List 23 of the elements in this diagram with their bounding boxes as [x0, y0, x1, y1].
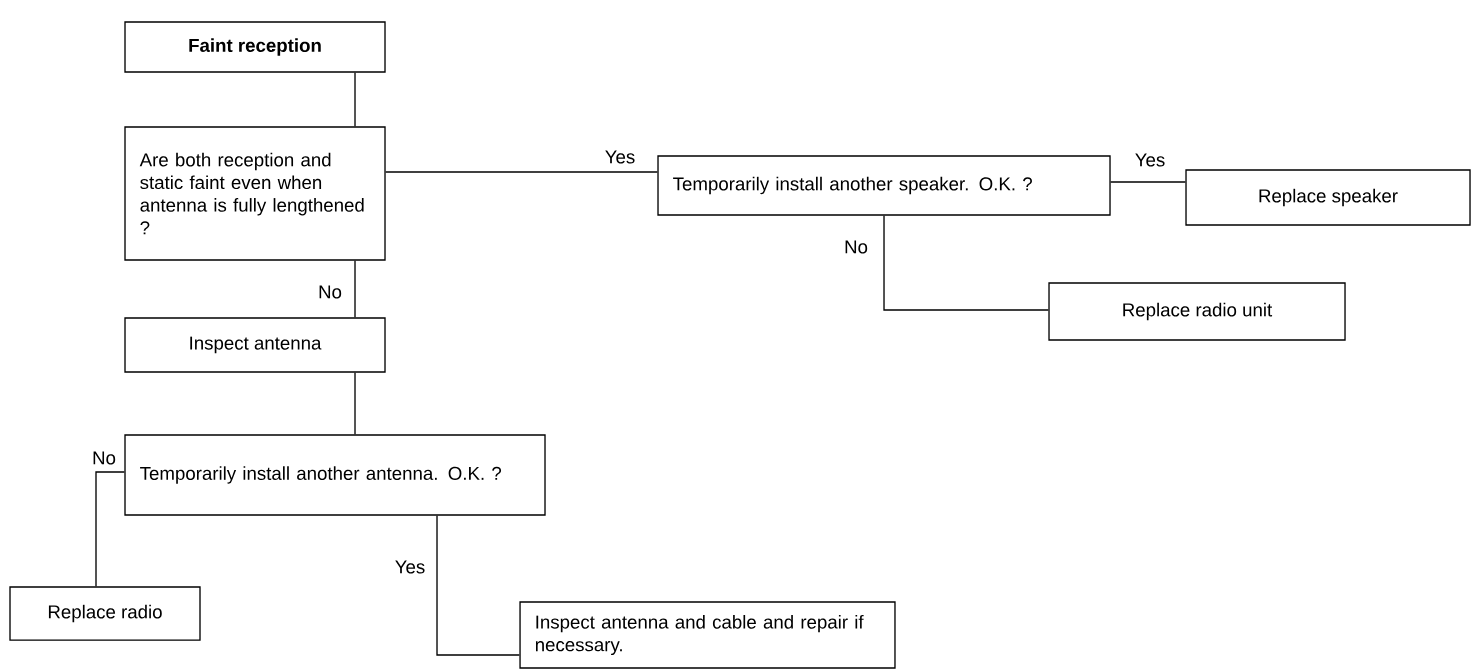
action-box: Inspect antenna and cable and repair if necessary. — [519, 601, 896, 669]
connector-line — [354, 260, 356, 318]
connector-line — [883, 214, 1049, 311]
edge-label: Yes — [1133, 152, 1167, 168]
connector-line — [385, 171, 658, 173]
connector-line — [1110, 181, 1186, 183]
connector-line — [436, 515, 521, 656]
action-box: Replace radio unit — [1048, 282, 1346, 341]
edge-label: Yes — [603, 149, 637, 165]
decision-box: Temporarily install another speaker. O.K. ? — [657, 155, 1111, 216]
decision-box: Are both reception and static faint even when antenna is fully lengthened ? — [124, 126, 386, 261]
connector-line — [354, 72, 356, 127]
action-box: Replace radio — [9, 586, 201, 641]
connector-line — [354, 372, 356, 435]
process-box: Inspect antenna — [124, 317, 386, 373]
edge-label: Yes — [393, 559, 427, 575]
title-box: Faint reception — [124, 21, 386, 73]
connector-line — [95, 471, 125, 587]
edge-label: No — [90, 450, 118, 466]
decision-box: Temporarily install another antenna. O.K. ? — [124, 434, 546, 516]
edge-label: No — [316, 284, 344, 300]
edge-label: No — [842, 239, 870, 255]
action-box: Replace speaker — [1185, 169, 1471, 226]
